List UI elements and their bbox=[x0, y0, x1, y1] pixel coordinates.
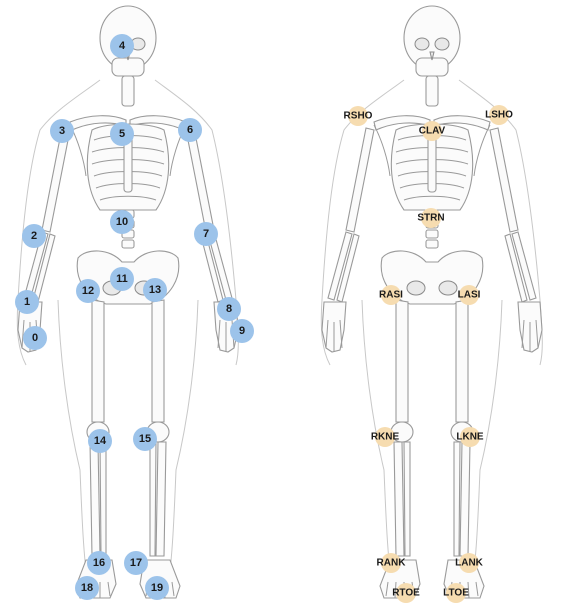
keypoint-15-label: 15 bbox=[139, 433, 151, 445]
keypoint-15: 15 bbox=[133, 427, 157, 451]
keypoint-14-label: 14 bbox=[94, 435, 107, 447]
marker-rasi-label: RASI bbox=[379, 290, 403, 301]
keypoint-13-label: 13 bbox=[149, 284, 161, 296]
marker-rank-label: RANK bbox=[377, 558, 407, 569]
marker-lsho-label: LSHO bbox=[485, 110, 513, 121]
keypoint-3: 3 bbox=[50, 119, 74, 143]
skeleton-right-figure bbox=[321, 6, 542, 598]
marker-clav-label: CLAV bbox=[419, 126, 446, 137]
keypoint-8-label: 8 bbox=[226, 303, 232, 315]
keypoint-5: 5 bbox=[110, 122, 134, 146]
keypoint-17-label: 17 bbox=[130, 557, 142, 569]
keypoint-16: 16 bbox=[87, 551, 111, 575]
keypoint-2: 2 bbox=[22, 224, 46, 248]
keypoint-7-label: 7 bbox=[203, 228, 209, 240]
keypoint-4: 4 bbox=[110, 34, 134, 58]
keypoint-18-label: 18 bbox=[81, 582, 93, 594]
keypoint-10: 10 bbox=[110, 210, 134, 234]
marker-lasi-label: LASI bbox=[458, 290, 481, 301]
keypoint-16-label: 16 bbox=[93, 557, 105, 569]
keypoint-11: 11 bbox=[110, 267, 134, 291]
skeleton-left-figure bbox=[17, 6, 238, 598]
keypoint-0-label: 0 bbox=[32, 332, 38, 344]
keypoint-10-label: 10 bbox=[116, 216, 128, 228]
marker-ltoe-label: LTOE bbox=[443, 588, 469, 599]
keypoint-1: 1 bbox=[15, 290, 39, 314]
marker-rsho-label: RSHO bbox=[344, 111, 373, 122]
keypoint-12-label: 12 bbox=[82, 285, 94, 297]
marker-lank-label: LANK bbox=[455, 558, 484, 569]
keypoint-13: 13 bbox=[143, 278, 167, 302]
keypoint-3-label: 3 bbox=[59, 125, 65, 137]
keypoint-9-label: 9 bbox=[239, 325, 245, 337]
marker-rsho: RSHO bbox=[344, 106, 373, 126]
keypoint-9: 9 bbox=[230, 319, 254, 343]
keypoint-7: 7 bbox=[194, 222, 218, 246]
keypoint-17: 17 bbox=[124, 551, 148, 575]
keypoint-2-label: 2 bbox=[31, 230, 37, 242]
marker-lkne-label: LKNE bbox=[456, 432, 484, 443]
keypoint-6: 6 bbox=[178, 118, 202, 142]
marker-rkne-label: RKNE bbox=[371, 432, 400, 443]
marker-strn: STRN bbox=[417, 208, 444, 228]
keypoint-0: 0 bbox=[23, 326, 47, 350]
keypoint-6-label: 6 bbox=[187, 124, 193, 136]
keypoint-19-label: 19 bbox=[151, 582, 163, 594]
marker-rtoe-label: RTOE bbox=[392, 588, 420, 599]
keypoint-14: 14 bbox=[88, 429, 112, 453]
keypoint-18: 18 bbox=[75, 576, 99, 600]
keypoint-1-label: 1 bbox=[24, 296, 30, 308]
marker-strn-label: STRN bbox=[417, 213, 444, 224]
keypoint-8: 8 bbox=[217, 297, 241, 321]
keypoint-12: 12 bbox=[76, 279, 100, 303]
keypoint-4-label: 4 bbox=[119, 40, 126, 52]
keypoint-11-label: 11 bbox=[116, 273, 128, 285]
keypoint-5-label: 5 bbox=[119, 128, 125, 140]
keypoint-19: 19 bbox=[145, 576, 169, 600]
